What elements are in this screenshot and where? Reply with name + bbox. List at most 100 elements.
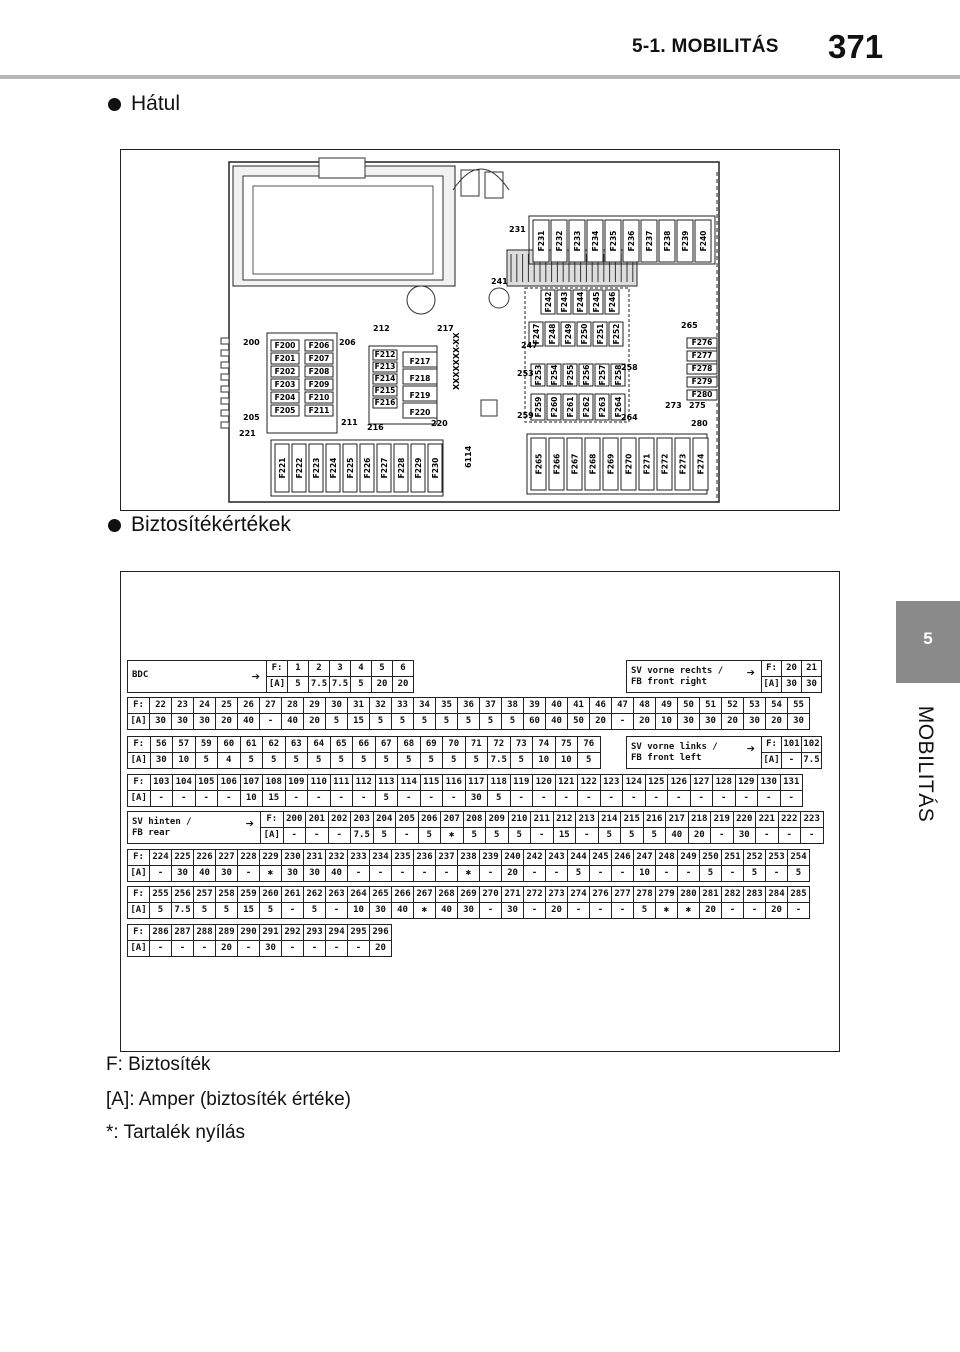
fuse-number-cell: 60 — [217, 736, 241, 753]
fuse-label: F204 — [275, 393, 296, 402]
arrow-right-icon: ➔ — [746, 740, 755, 757]
amper-value-cell: - — [554, 790, 578, 807]
fuse-slot — [608, 321, 624, 347]
fuse-number-cell: 126 — [667, 774, 691, 791]
fuse-slot — [584, 437, 601, 491]
fuse-number-cell: 228 — [237, 849, 260, 866]
fuse-number-cell: 104 — [172, 774, 196, 791]
fuse-number-cell: 290 — [237, 924, 260, 941]
amper-value-cell: - — [689, 790, 713, 807]
amper-value-cell: - — [721, 902, 744, 919]
fuse-number-cell: 239 — [479, 849, 502, 866]
fuse-slot — [556, 289, 572, 315]
fuse-number-cell: 21 — [801, 660, 822, 677]
fuse-label: F270 — [625, 454, 634, 475]
amper-value-cell: 10 — [655, 713, 678, 730]
amper-value-cell: - — [523, 865, 546, 882]
fuse-number-cell: 200 — [282, 811, 306, 828]
fuse-label: F202 — [275, 367, 296, 376]
amper-value-cell: - — [589, 865, 612, 882]
amper-value-cell: 40 — [545, 713, 568, 730]
amper-value-cell: - — [781, 752, 802, 769]
amper-value-cell: 20 — [215, 713, 238, 730]
row-header-cell: F: — [266, 660, 288, 677]
fuse-number-cell: 217 — [665, 811, 689, 828]
fuse-number-cell: 225 — [171, 849, 194, 866]
amper-value-cell: 5 — [350, 676, 372, 693]
fuse-number-cell: 238 — [457, 849, 480, 866]
fuse-number-cell: 33 — [391, 697, 414, 714]
fuse-number-cell: 53 — [743, 697, 766, 714]
fuse-number-cell: 117 — [464, 774, 488, 791]
module-label: ➔SV hinten / FB rear — [127, 811, 261, 844]
fuse-label: F262 — [582, 397, 591, 418]
fuse-number-cell: 295 — [347, 924, 370, 941]
fuse-label: F252 — [612, 324, 621, 345]
module-label-text: SV vorne links / FB front left — [631, 741, 718, 763]
fuse-number-cell: 219 — [710, 811, 734, 828]
fuse-slot — [610, 393, 626, 421]
fuse-label: F276 — [692, 338, 713, 347]
fuse-number-cell: 69 — [419, 736, 443, 753]
amper-value-cell: - — [787, 902, 810, 919]
fuse-number-cell: 123 — [599, 774, 623, 791]
fuse-label: F240 — [699, 231, 708, 252]
amper-value-cell: 5 — [215, 902, 238, 919]
amper-value-cell: 20 — [765, 713, 788, 730]
fuse-number-cell: 67 — [374, 736, 398, 753]
fuse-label: F215 — [375, 386, 396, 395]
amper-value-cell: 30 — [215, 865, 238, 882]
amper-value-cell: 10 — [532, 752, 556, 769]
legend-amper: [A]: Amper (biztosíték értéke) — [106, 1089, 351, 1110]
amper-value-cell: 10 — [554, 752, 578, 769]
fuse-number-cell: 264 — [347, 886, 370, 903]
amper-value-cell: 5 — [620, 827, 644, 844]
fuse-number-cell: 236 — [413, 849, 436, 866]
amper-value-cell: - — [530, 827, 554, 844]
amper-value-cell: - — [237, 865, 260, 882]
fuse-number-cell: 269 — [457, 886, 480, 903]
amper-value-cell: - — [710, 827, 734, 844]
legend-spare: *: Tartalék nyílás — [106, 1122, 246, 1143]
fuse-slot — [546, 393, 562, 421]
fuse-number-cell: 246 — [611, 849, 634, 866]
callout-label: 280 — [691, 419, 708, 428]
mounting-tab — [220, 373, 230, 381]
fuse-label: F264 — [614, 397, 623, 418]
fuse-number-cell: 230 — [281, 849, 304, 866]
fuse-slot — [427, 443, 443, 493]
amper-value-cell: - — [281, 940, 304, 957]
row-header-cell: F: — [260, 811, 284, 828]
fuse-label: F277 — [692, 351, 713, 360]
fuse-number-cell: 237 — [435, 849, 458, 866]
amper-value-cell: ✱ — [655, 902, 678, 919]
fuse-number-cell: 131 — [779, 774, 803, 791]
fuse-number-cell: 252 — [743, 849, 766, 866]
amper-value-cell: 20 — [215, 940, 238, 957]
fuse-number-cell: 216 — [642, 811, 666, 828]
fuse-number-cell: 63 — [284, 736, 308, 753]
fuse-label: F265 — [535, 454, 544, 475]
fuse-label: F217 — [410, 357, 431, 366]
fuse-slot — [692, 437, 709, 491]
amper-value-cell: 5 — [352, 752, 376, 769]
fuse-number-cell: 277 — [611, 886, 634, 903]
amper-value-cell: 30 — [171, 865, 194, 882]
fuse-number-cell: 272 — [523, 886, 546, 903]
amper-value-cell: 5 — [509, 752, 533, 769]
fuse-number-cell: 276 — [589, 886, 612, 903]
fuse-number-cell: 242 — [523, 849, 546, 866]
amper-value-cell: 5 — [374, 752, 398, 769]
fuse-number-cell: 68 — [397, 736, 421, 753]
fuse-label: F274 — [697, 454, 706, 475]
callout-label: 206 — [339, 338, 356, 347]
fuse-number-cell: 243 — [545, 849, 568, 866]
amper-value-cell: - — [779, 790, 803, 807]
fuse-number-cell: 102 — [801, 736, 822, 753]
fuse-slot — [304, 391, 334, 404]
amper-value-cell: 5 — [284, 752, 308, 769]
fuse-slot — [604, 289, 620, 315]
